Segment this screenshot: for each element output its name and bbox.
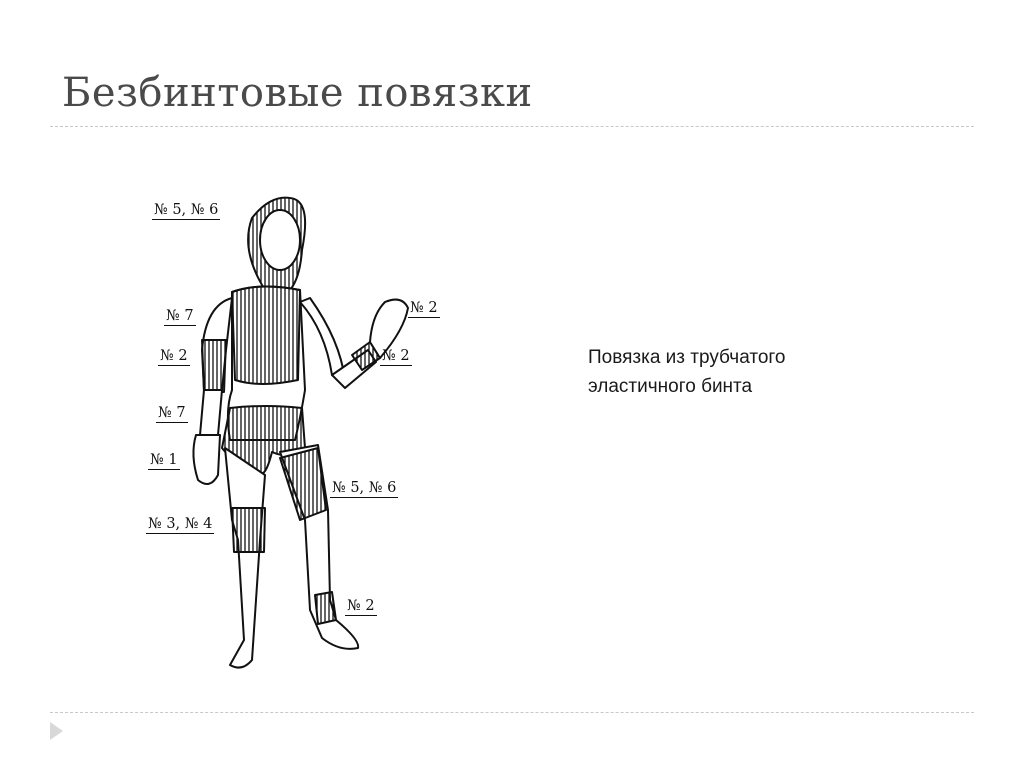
caption-line-1: Повязка из трубчатого <box>588 347 786 368</box>
callout-head: № 5, № 6 <box>152 202 221 220</box>
page-title: Безбинтовые повязки <box>62 70 533 116</box>
callout-knee: № 3, № 4 <box>146 516 215 534</box>
ankle-band <box>314 591 337 625</box>
knee-band <box>231 507 266 553</box>
caption-line-2: эластичного бинта <box>588 376 753 397</box>
callout-shoulder: № 7 <box>164 308 196 326</box>
callout-wrist: № 7 <box>156 405 188 423</box>
left-leg <box>224 447 266 669</box>
bandage-figure: № 5, № 6 № 7 № 2 № 7 № 1 № 3, № 4 № 2 № … <box>140 190 460 670</box>
title-divider <box>50 126 974 127</box>
callout-ankle: № 2 <box>345 598 377 616</box>
left-forearm-band <box>201 339 227 393</box>
body-illustration <box>192 196 409 669</box>
chest-band <box>231 285 301 385</box>
callout-right-forearm: № 2 <box>380 348 412 366</box>
mitten <box>369 298 409 359</box>
triangle-right-icon[interactable] <box>50 722 63 740</box>
right-upper-arm <box>299 297 346 381</box>
callout-hand: № 1 <box>148 452 180 470</box>
callout-mitten: № 2 <box>408 300 440 318</box>
callout-thigh: № 5, № 6 <box>330 480 399 498</box>
thigh-band <box>279 447 327 521</box>
face <box>259 209 301 271</box>
left-hand <box>192 434 221 485</box>
callout-forearm: № 2 <box>158 348 190 366</box>
footer-divider <box>50 712 974 713</box>
left-lower-arm <box>199 389 223 436</box>
figure-caption: Повязка из трубчатого эластичного бинта <box>588 343 888 401</box>
